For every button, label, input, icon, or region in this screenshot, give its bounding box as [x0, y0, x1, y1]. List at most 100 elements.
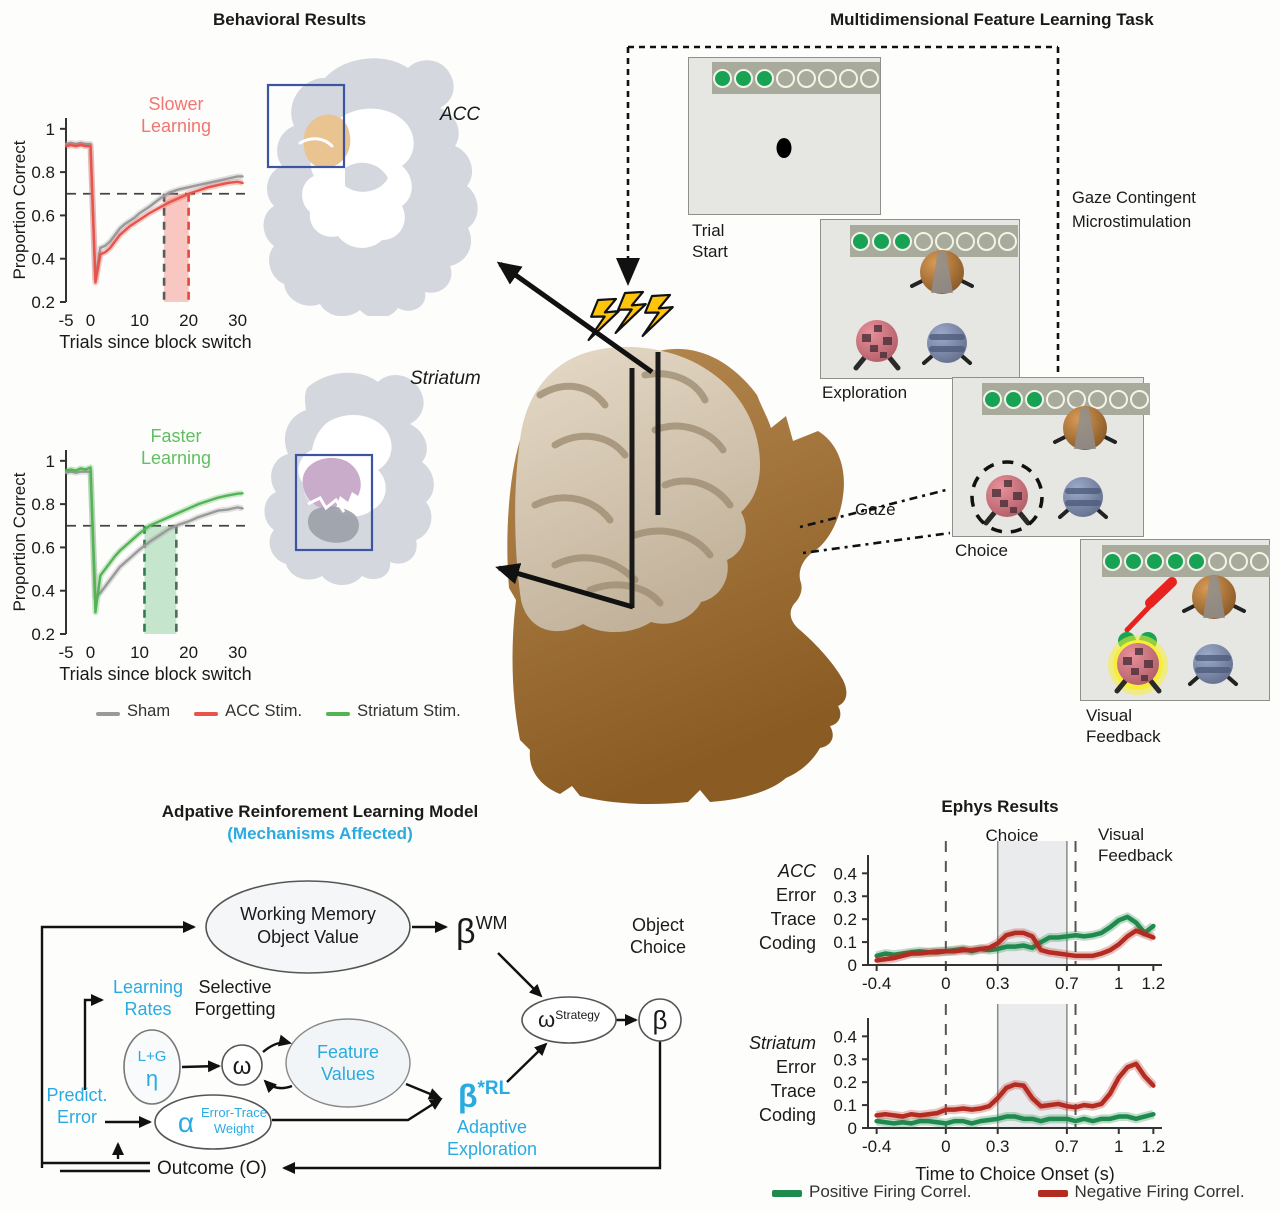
svg-text:ACC: ACC — [777, 861, 817, 881]
progress-bar — [712, 62, 880, 94]
beta-choice-node — [638, 998, 682, 1042]
svg-text:-5: -5 — [58, 643, 73, 662]
adaptive-exploration-line2: Exploration — [447, 1139, 537, 1159]
svg-text:Proportion Correct: Proportion Correct — [10, 472, 29, 611]
svg-text:Coding: Coding — [759, 1105, 816, 1125]
exploration-label: Exploration — [822, 383, 908, 402]
progress-dot-filled — [893, 231, 912, 251]
svg-text:1: 1 — [46, 452, 55, 471]
progress-dot-filled — [872, 231, 891, 251]
progress-dot-filled — [851, 231, 870, 251]
striatum-highlight-box — [294, 453, 374, 552]
svg-text:0.7: 0.7 — [1055, 974, 1079, 993]
svg-text:0.3: 0.3 — [986, 974, 1010, 993]
svg-text:0.4: 0.4 — [833, 1027, 857, 1046]
prediction-error-line1: Predict. — [46, 1085, 107, 1105]
object-choice-line2: Choice — [630, 937, 686, 957]
betawm-to-strategy-arrow — [497, 952, 543, 998]
svg-text:0.3: 0.3 — [833, 887, 857, 906]
wm-line1: Working Memory — [240, 904, 376, 924]
gaze-label: Gaze — [855, 500, 896, 519]
monkey-head-illustration — [507, 346, 847, 804]
svg-text:0.3: 0.3 — [833, 1050, 857, 1069]
svg-text:20: 20 — [179, 643, 198, 662]
feature-values-line2: Values — [321, 1064, 375, 1084]
eta-symbol: η — [146, 1066, 158, 1091]
svg-text:Faster: Faster — [150, 426, 201, 446]
lr-to-omega-arrow — [181, 1060, 221, 1073]
progress-dot-empty — [956, 231, 975, 251]
omega-strategy-node — [521, 996, 617, 1044]
svg-text:Proportion Correct: Proportion Correct — [10, 140, 29, 279]
svg-text:1.2: 1.2 — [1142, 1137, 1166, 1156]
svg-text:Trace: Trace — [771, 909, 816, 929]
progress-bar — [850, 225, 1018, 257]
error-trace-node — [154, 1094, 272, 1150]
brain-sulci — [531, 370, 734, 607]
selective-forgetting-line1: Selective — [198, 977, 271, 997]
object-choice-line1: Object — [632, 915, 684, 935]
feature-to-betarl-arrow — [405, 1082, 442, 1100]
progress-dot-filled — [1103, 551, 1122, 571]
svg-text:0.6: 0.6 — [31, 538, 55, 557]
outcome-label: Outcome (O) — [157, 1158, 267, 1179]
progress-dot-empty — [1130, 389, 1149, 409]
svg-text:30: 30 — [228, 311, 247, 330]
progress-dot-filled — [755, 68, 774, 88]
learning-rates-line1: Learning — [113, 977, 183, 997]
svg-text:Time to Choice Onset (s): Time to Choice Onset (s) — [915, 1164, 1114, 1184]
feature-values-line1: Feature — [317, 1042, 379, 1062]
behavioral-legend: Sham ACC Stim. Striatum Stim. — [96, 702, 461, 721]
svg-text:0: 0 — [86, 311, 95, 330]
progress-dot-empty — [1067, 389, 1086, 409]
legend-item-sham: Sham — [96, 702, 170, 721]
svg-text:0.2: 0.2 — [833, 910, 857, 929]
svg-text:0.3: 0.3 — [986, 1137, 1010, 1156]
svg-text:0: 0 — [848, 956, 857, 975]
svg-text:Learning: Learning — [141, 448, 211, 468]
omega-strategy-symbol: ωStrategy — [538, 1007, 600, 1032]
acc-section-label: ACC — [440, 104, 481, 125]
svg-text:0.1: 0.1 — [833, 933, 857, 952]
svg-text:-5: -5 — [58, 311, 73, 330]
legend-item-striatum-stim: Striatum Stim. — [326, 702, 461, 721]
working-memory-node — [205, 880, 411, 974]
feature-omega-arrow — [263, 1079, 293, 1094]
acc-region-slit — [298, 137, 334, 148]
progress-dot-empty — [1088, 389, 1107, 409]
svg-text:30: 30 — [228, 643, 247, 662]
legend-item-positive: Positive Firing Correl. — [772, 1182, 972, 1202]
progress-dot-empty — [998, 231, 1017, 251]
error-trace-line1: Error-Trace — [201, 1105, 267, 1120]
svg-text:10: 10 — [130, 311, 149, 330]
svg-text:0.7: 0.7 — [1055, 1137, 1079, 1156]
progress-dot-empty — [1229, 551, 1248, 571]
svg-text:1: 1 — [1114, 974, 1123, 993]
model-title: Adpative Reinforement Learning Model — [161, 802, 479, 821]
svg-text:0.8: 0.8 — [31, 495, 55, 514]
alpha-symbol: α — [178, 1107, 194, 1138]
svg-text:0.8: 0.8 — [31, 163, 55, 182]
omega-node — [221, 1044, 263, 1086]
beta-symbol: β — [653, 1005, 668, 1035]
feature-values-node — [285, 1018, 411, 1108]
svg-text:0.4: 0.4 — [833, 864, 857, 883]
svg-text:0: 0 — [848, 1119, 857, 1138]
betarl-to-strategy-arrow — [506, 1042, 548, 1083]
alpha-to-betarl-arrow — [272, 1097, 443, 1122]
lg-symbol: L+G — [138, 1048, 167, 1065]
progress-bar — [1102, 545, 1270, 577]
striatum-region-divider — [307, 496, 346, 513]
striatum-section-label: Striatum — [410, 368, 481, 389]
svg-text:Learning: Learning — [141, 116, 211, 136]
progress-dot-empty — [860, 68, 879, 88]
legend-item-negative: Negative Firing Correl. — [1037, 1182, 1245, 1202]
progress-dot-filled — [1145, 551, 1164, 571]
svg-text:Coding: Coding — [759, 933, 816, 953]
